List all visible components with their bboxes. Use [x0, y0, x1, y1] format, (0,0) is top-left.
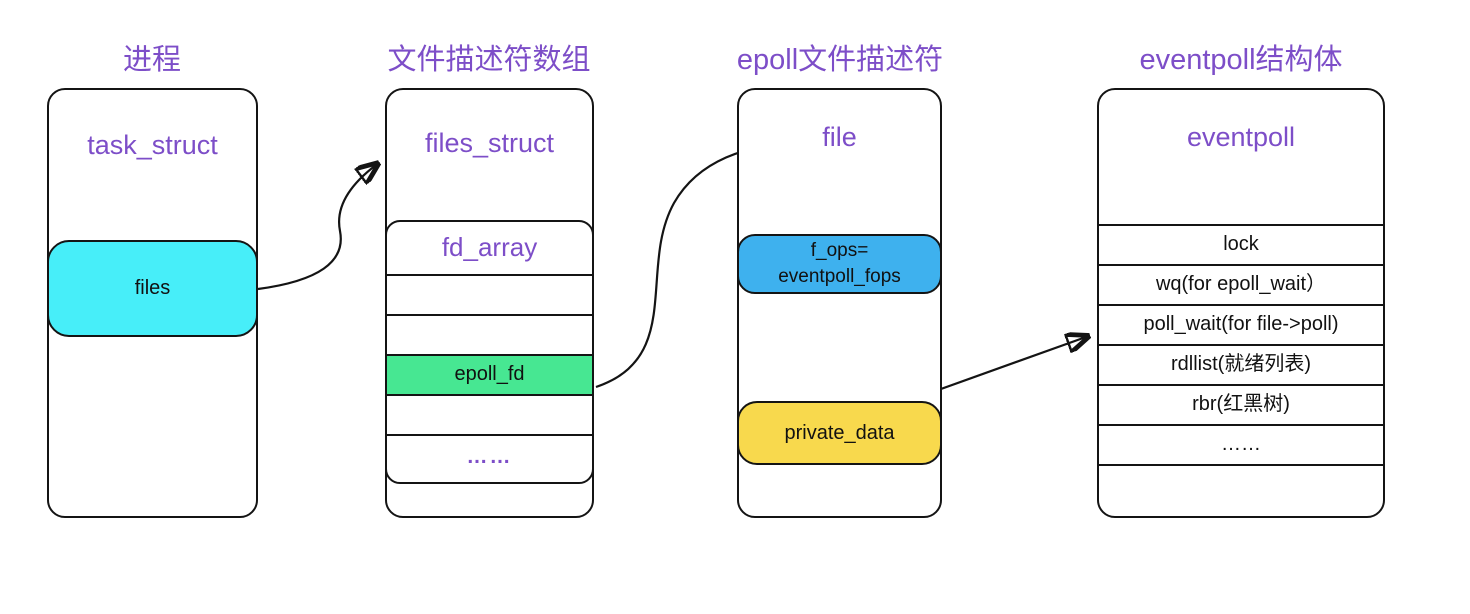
eventpoll-row-lock: lock	[1099, 224, 1383, 264]
eventpoll-title: eventpoll	[1186, 122, 1296, 152]
files-struct-box: files_struct fd_array epoll_fd ……	[384, 88, 595, 518]
header-process: 进程	[122, 44, 181, 76]
fd-slot	[386, 274, 593, 314]
files-field: files	[46, 240, 259, 337]
task-struct-box: task_struct files	[46, 88, 259, 518]
fd-slot	[386, 314, 593, 354]
task-struct-title: task_struct	[87, 130, 218, 160]
eventpoll-row-poll-wait: poll_wait(for file->poll)	[1099, 304, 1383, 344]
eventpoll-row-rdllist: rdllist(就绪列表)	[1099, 344, 1383, 384]
fd-slot-ellipsis: ……	[386, 434, 593, 480]
f-ops-field: f_ops= eventpoll_fops	[736, 234, 943, 294]
f-ops-line1: f_ops=	[810, 240, 869, 262]
fd-array-table: fd_array epoll_fd ……	[384, 220, 595, 484]
file-box: file f_ops= eventpoll_fops private_data	[736, 88, 943, 518]
f-ops-line2: eventpoll_fops	[778, 266, 901, 287]
eventpoll-row-rbr: rbr(红黑树)	[1099, 384, 1383, 424]
private-data-label: private_data	[784, 421, 895, 444]
header-eventpoll: eventpoll结构体	[1139, 44, 1343, 76]
arrow-files-to-files-struct	[257, 165, 376, 291]
header-epoll-fd: epoll文件描述符	[736, 44, 944, 76]
private-data-field: private_data	[736, 401, 943, 465]
eventpoll-box: eventpoll lock wq(for epoll_wait） poll_w…	[1097, 88, 1385, 518]
eventpoll-row-wq: wq(for epoll_wait）	[1099, 264, 1383, 304]
eventpoll-row-ellipsis: ……	[1099, 424, 1383, 464]
file-title: file	[822, 122, 857, 152]
epoll-fd-slot: epoll_fd	[386, 354, 593, 394]
fd-array-title: fd_array	[441, 232, 538, 262]
eventpoll-row-empty	[1099, 464, 1383, 494]
fd-slot	[386, 394, 593, 434]
files-struct-title: files_struct	[424, 128, 555, 158]
files-field-label: files	[134, 277, 171, 299]
header-fd-array: 文件描述符数组	[387, 44, 591, 76]
eventpoll-rows: lock wq(for epoll_wait） poll_wait(for fi…	[1099, 224, 1383, 494]
